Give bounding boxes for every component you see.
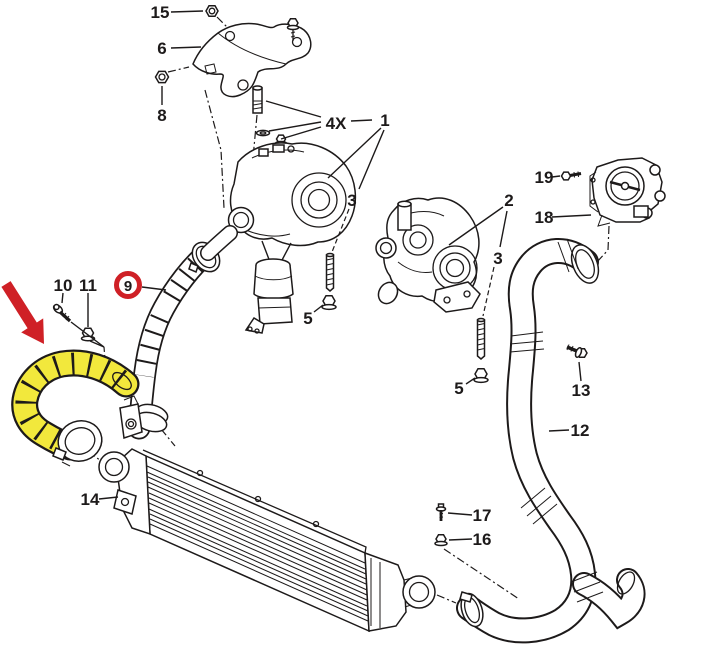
callout-1[interactable]: 1 <box>380 111 389 130</box>
callout-3-left[interactable]: 3 <box>347 191 356 210</box>
callout-16[interactable]: 16 <box>473 530 492 549</box>
intercooler-inlet <box>98 451 130 483</box>
callout-18[interactable]: 18 <box>535 208 554 227</box>
bolt-10 <box>52 303 72 323</box>
engine-mount-bracket <box>154 5 312 98</box>
hose-end-collar <box>112 371 132 391</box>
nut-8 <box>154 70 170 84</box>
bolt-5-left <box>321 295 337 311</box>
stud-3-left <box>325 252 335 292</box>
intercooler-outlet <box>402 575 436 609</box>
stud-3-right <box>476 317 486 360</box>
red-arrow-icon <box>1 281 44 344</box>
callout-4x[interactable]: 4X <box>326 114 347 133</box>
callout-12[interactable]: 12 <box>571 421 590 440</box>
nut-15 <box>205 5 219 17</box>
highlight-ring <box>114 271 142 299</box>
intercooler-end-tank <box>364 551 407 632</box>
callout-2[interactable]: 2 <box>504 191 513 210</box>
highlighted-hose[interactable] <box>11 349 140 467</box>
callout-11[interactable]: 11 <box>79 276 97 295</box>
bolt-19 <box>560 171 582 181</box>
turbo1-inlet <box>227 206 255 234</box>
turbo1-actuator <box>244 258 294 334</box>
bolt-13 <box>566 344 588 359</box>
throttle-body <box>560 157 666 227</box>
turbocharger-2 <box>375 197 588 384</box>
intercooler <box>98 448 436 633</box>
callout-15[interactable]: 15 <box>151 3 170 22</box>
bolt-5-right <box>473 368 489 384</box>
callout-3-right[interactable]: 3 <box>493 249 502 268</box>
hose-12 <box>456 237 646 644</box>
callout-17[interactable]: 17 <box>473 506 492 525</box>
charge-pipe <box>119 241 221 440</box>
hose-v-clamp <box>52 420 103 467</box>
hose-clamp <box>459 591 484 628</box>
leader-lines <box>61 10 592 541</box>
callouts: 15 6 8 4X 1 3 5 2 3 5 13 12 19 18 10 11 … <box>54 3 591 549</box>
stud-washer-set-4x <box>252 85 288 147</box>
callout-5-left[interactable]: 5 <box>303 309 312 328</box>
callout-5-right[interactable]: 5 <box>454 379 463 398</box>
callout-13[interactable]: 13 <box>572 381 591 400</box>
intercooler-bracket <box>113 489 137 515</box>
callout-9-label: 9 <box>124 278 132 295</box>
callout-6[interactable]: 6 <box>157 39 166 58</box>
intercooler-fins <box>146 465 369 622</box>
turbocharger-1 <box>200 142 357 334</box>
nut-16 <box>434 533 448 547</box>
washer <box>255 129 271 137</box>
callout-19[interactable]: 19 <box>535 168 554 187</box>
callout-10[interactable]: 10 <box>54 276 73 295</box>
bolt-17 <box>435 503 447 521</box>
callout-14[interactable]: 14 <box>81 490 100 509</box>
bracket-bolt <box>286 17 300 41</box>
callout-8[interactable]: 8 <box>157 106 166 125</box>
callout-9-highlighted[interactable]: 9 <box>114 271 142 299</box>
